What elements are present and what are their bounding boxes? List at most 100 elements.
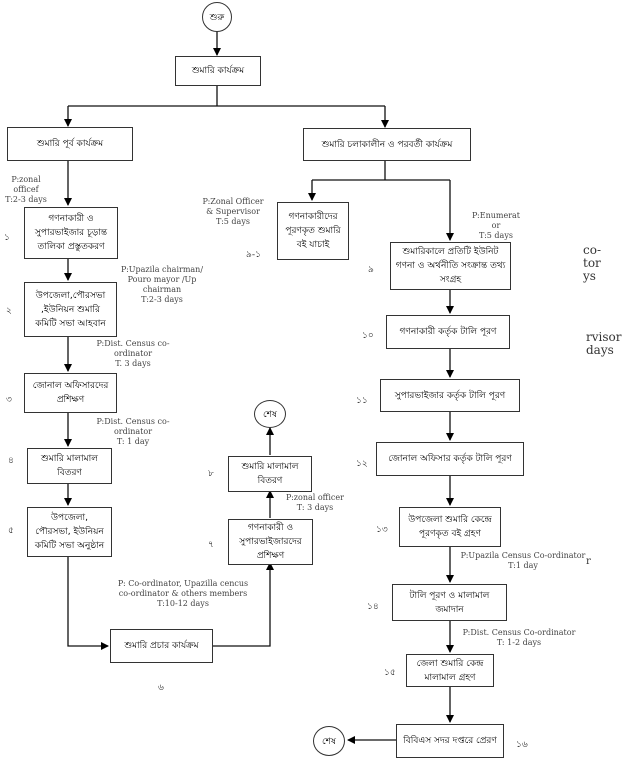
note-s1: P:zonal officef T:2-3 days: [4, 175, 48, 205]
pre-census-box: শুমারি পূর্ব কার্যক্রম: [7, 127, 133, 161]
step-s10-label: গণনাকারী কর্তৃক টালি পূরণ: [399, 327, 497, 337]
start-label: শুরু: [209, 12, 225, 23]
note-line: T: 1 day: [116, 437, 150, 446]
step-s16-label: বিবিএস সদর দপ্তরে প্রেরণ: [403, 736, 497, 746]
step-number: ১১: [356, 396, 368, 406]
step-s3-label: জোনাল অফিসারদের প্রশিক্ষণ: [32, 381, 109, 405]
step-number: ৮: [208, 469, 214, 479]
note-s13: P:Upazila Census Co-ordinator T:1 day: [460, 551, 586, 571]
step-number: ১৪: [367, 602, 379, 612]
step-s7-box: গণনাকারী ও সুপারভাইজারদের প্রশিক্ষণ: [228, 519, 313, 565]
end-label: শেষ: [263, 409, 277, 420]
note-line: P:Upazila chairman/: [120, 265, 204, 274]
note-line: ordinator: [113, 427, 153, 436]
step-s11-box: সুপারভাইজার কর্তৃক টালি পূরণ: [380, 379, 520, 412]
step-number: ৬: [158, 683, 164, 693]
ghost-line: tor: [583, 256, 601, 270]
step-number: ৯-১: [246, 250, 261, 260]
note-line: T:5 days: [216, 217, 250, 226]
step-s6-label: শুমারি প্রচার কার্যক্রম: [124, 641, 199, 651]
note-s9-1: P:Zonal Officer & Supervisor T:5 days: [202, 197, 264, 227]
note-line: P:Dist. Census co-: [96, 417, 170, 426]
step-s8-label: শুমারি মালামাল বিতরণ: [241, 462, 299, 486]
end-label: শেষ: [322, 736, 336, 747]
note-line: Pouro mayor /Up: [127, 275, 197, 284]
note-s4: P:Dist. Census co- ordinator T: 1 day: [96, 417, 170, 447]
step-s4-label: শুমারি মালামাল বিতরণ: [41, 454, 98, 478]
ghost-line: days: [586, 343, 614, 357]
note-line: T:2-3 days: [141, 295, 183, 304]
note-line: T:10-12 days: [157, 599, 209, 608]
clipped-text-a: co- tor ys: [583, 244, 601, 283]
step-number: ৭: [208, 540, 214, 550]
ghost-line: co-: [583, 243, 601, 257]
note-line: P:Dist. Census Co-ordinator: [462, 628, 576, 637]
step-s9-label: শুমারিকালে প্রতিটি ইউনিট গণনা ও অর্থনীতি…: [395, 247, 506, 285]
step-s13-label: উপজেলা শুমারি কেন্দ্রে পূরণকৃত বই গ্রহণ: [408, 515, 492, 539]
step-number: ১৬: [516, 740, 528, 750]
arrow-s6-s7: [213, 562, 274, 647]
step-s3-box: জোনাল অফিসারদের প্রশিক্ষণ: [24, 373, 117, 413]
clipped-text-b: rvisor days: [586, 331, 621, 357]
step-s2-label: উপজেলা,পৌরসভা ,ইউনিয়ন শুমারি কমিটি সভা …: [35, 290, 106, 329]
ghost-line: ys: [583, 269, 596, 283]
step-s5-box: উপজেলা, পৌরসভা, ইউনিয়ন কমিটি সভা অনুষ্ঠ…: [27, 507, 112, 557]
step-number: ১৩: [376, 525, 388, 535]
step-s14-label: টালি পূরণ ও মালামাল জমাদান: [409, 590, 490, 615]
step-number: ১৫: [384, 668, 396, 678]
note-line: T: 3 days: [296, 503, 334, 512]
step-s11-label: সুপারভাইজার কর্তৃক টালি পূরণ: [394, 390, 506, 401]
note-line: ordinator: [113, 349, 153, 358]
step-s1-label: গণনাকারী ও সুপারভাইজার চূড়ান্ত তালিকা প…: [34, 214, 108, 252]
start-node: শুরু: [202, 2, 232, 32]
note-line: P: Co-ordinator, Upazilla cencus: [117, 579, 249, 588]
clipped-text-c: r: [586, 555, 591, 568]
note-line: P:Zonal Officer: [202, 197, 264, 206]
step-s16-box: বিবিএস সদর দপ্তরে প্রেরণ: [396, 724, 504, 758]
note-s9: P:Enumerat or T:5 days: [470, 211, 522, 241]
step-s10-box: গণনাকারী কর্তৃক টালি পূরণ: [386, 315, 510, 349]
note-line: chairman: [142, 285, 182, 294]
step-number: ২: [6, 306, 12, 316]
step-s9-1-box: গণনাকারীদের পূরণকৃত শুমারি বই যাচাই: [277, 202, 349, 260]
step-number: ৫: [8, 526, 14, 536]
end-node-right: শেষ: [313, 726, 345, 756]
note-s7: P:zonal officer T: 3 days: [284, 493, 346, 513]
step-number: ১: [4, 233, 10, 243]
note-line: or: [491, 221, 501, 230]
step-number: ৩: [6, 395, 12, 405]
step-s9-1-label: গণনাকারীদের পূরণকৃত শুমারি বই যাচাই: [285, 212, 341, 250]
step-s14-box: টালি পূরণ ও মালামাল জমাদান: [392, 584, 507, 621]
step-number: ১২: [356, 459, 368, 469]
step-s12-label: জোনাল অফিসার কর্তৃক টালি পূরণ: [388, 454, 512, 464]
note-line: T:2-3 days: [5, 195, 47, 204]
step-number: ১০: [362, 331, 374, 341]
note-line: P:zonal: [11, 175, 41, 184]
note-line: P:Upazila Census Co-ordinator: [460, 551, 586, 560]
note-line: officef: [13, 185, 39, 194]
root-label: শুমারি কার্যক্রম: [191, 66, 245, 76]
ghost-line: rvisor: [586, 330, 622, 344]
step-s1-box: গণনাকারী ও সুপারভাইজার চূড়ান্ত তালিকা প…: [24, 207, 118, 259]
root-box: শুমারি কার্যক্রম: [175, 56, 261, 86]
note-line: P:zonal officer: [286, 493, 344, 502]
pre-census-label: শুমারি পূর্ব কার্যক্রম: [36, 139, 104, 149]
note-line: T:5 days: [479, 231, 513, 240]
note-line: P:Dist. Census co-: [96, 339, 170, 348]
step-s8-box: শুমারি মালামাল বিতরণ: [228, 456, 312, 492]
step-s7-label: গণনাকারী ও সুপারভাইজারদের প্রশিক্ষণ: [239, 523, 302, 561]
step-s5-label: উপজেলা, পৌরসভা, ইউনিয়ন কমিটি সভা অনুষ্ঠ…: [34, 513, 105, 551]
note-line: co-ordinator & others members: [118, 589, 248, 598]
step-s15-label: জেলা শুমারি কেন্দ্র মালামাল গ্রহণ: [416, 658, 484, 683]
during-census-label: শুমারি চলাকালীন ও পরবর্তী কার্যক্রম: [321, 139, 453, 150]
step-s2-box: উপজেলা,পৌরসভা ,ইউনিয়ন শুমারি কমিটি সভা …: [24, 282, 117, 337]
step-s6-box: শুমারি প্রচার কার্যক্রম: [110, 629, 213, 663]
note-line: T. 3 days: [115, 359, 151, 368]
note-line: & Supervisor: [206, 207, 260, 216]
note-s14: P:Dist. Census Co-ordinator T: 1-2 days: [462, 628, 576, 648]
note-line: P:Enumerat: [471, 211, 521, 220]
step-s12-box: জোনাল অফিসার কর্তৃক টালি পূরণ: [376, 442, 524, 476]
step-number: ৯: [368, 265, 374, 275]
note-s3: P:Dist. Census co- ordinator T. 3 days: [96, 339, 170, 369]
